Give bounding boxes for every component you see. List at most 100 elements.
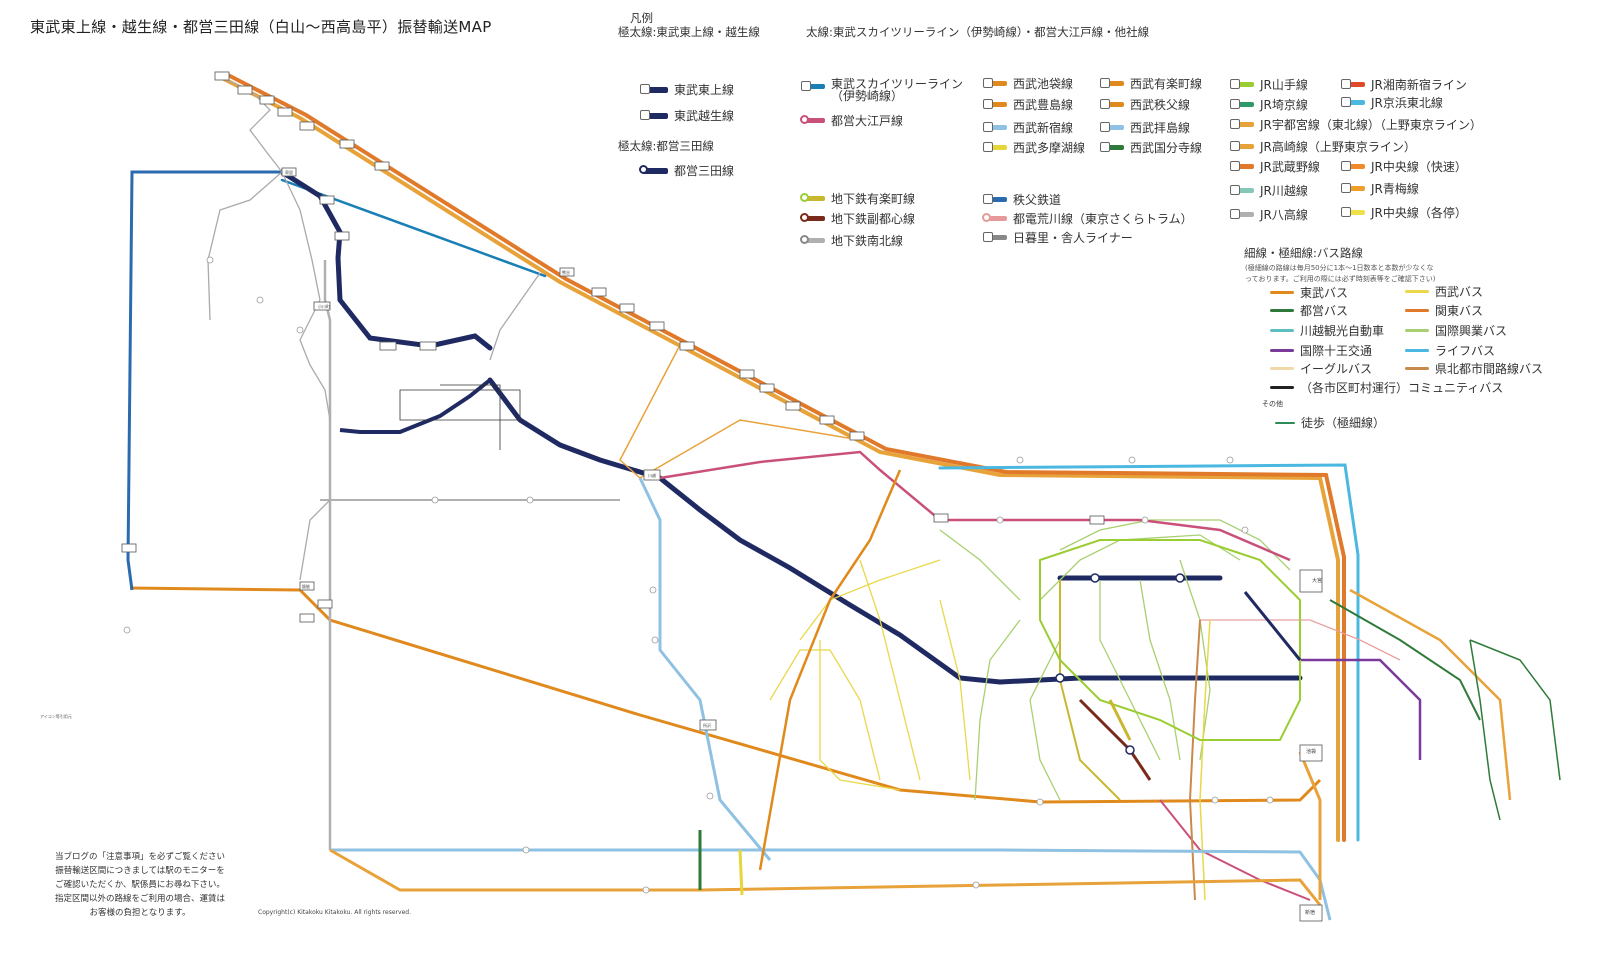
bus-note: (極細線の路線は毎月50分に1本〜1日数本と本数が少なくな っております。ご利用… (1245, 263, 1585, 285)
station-label-ikebukuro: 池袋 (1306, 749, 1317, 755)
notice-line: 振替輸送区間につきましては駅のモニターを (55, 866, 225, 876)
namboku-swatch (800, 235, 825, 244)
swatch (983, 194, 1007, 204)
swatch (1100, 142, 1124, 152)
legend-label: 地下鉄副都心線 (831, 212, 916, 226)
jr-kawagoe-line (126, 170, 772, 861)
swatch (1230, 99, 1254, 109)
swatch (1230, 79, 1254, 89)
legend-bus-heading: 細線・極細線:バス路線 (1244, 246, 1363, 260)
station-label-hanno: 飯能 (302, 584, 310, 589)
notice-line: お客様の負担となります。 (89, 908, 191, 918)
round-stations (1055, 573, 1185, 755)
swatch (1405, 367, 1429, 370)
legend-label: JR京浜東北線 (1371, 96, 1443, 110)
subway-lines (619, 344, 1302, 871)
seibu-ikebukuro-line (129, 586, 1322, 804)
legend-yurakucho: 地下鉄有楽町線 (800, 190, 916, 207)
legend-seibu-yurakucho: 西武有楽町線 (1100, 75, 1202, 92)
legend-kokusai-juo: 国際十王交通 (1270, 342, 1372, 359)
bus-note-line-1: (極細線の路線は毎月50分に1本〜1日数本と本数が少なくな (1245, 264, 1434, 272)
legend-very-thick-tobu: 極太線:東武東上線・越生線 (618, 25, 760, 39)
legend-other-heading: その他 (1262, 400, 1283, 408)
legend-thick: 太線:東武スカイツリーライン（伊勢崎線）・都営大江戸線・他社線 (806, 25, 1150, 39)
bus-routes-west (207, 77, 541, 581)
legend-label: 東武越生線 (674, 109, 735, 123)
legend-life-bus: ライフバス (1405, 342, 1495, 359)
legend-label: JR中央線（各停） (1371, 206, 1467, 220)
legend-seibu-haijima: 西武拝島線 (1100, 119, 1191, 136)
legend-fukutoshin: 地下鉄副都心線 (800, 210, 916, 227)
legend-label: 県北都市間路線バス (1435, 362, 1544, 376)
legend-chichibu: 秩父鉄道 (983, 191, 1061, 208)
legend-label: イーグルバス (1300, 362, 1373, 376)
station-label-omiya: 大宮 (1312, 578, 1323, 584)
small-stations (123, 256, 1274, 894)
yamanote-line (1039, 539, 1301, 741)
legend-tobu-ogose: 東武越生線 (640, 107, 735, 124)
legend-walk: 徒歩（極細線） (1275, 414, 1385, 431)
tobu-skytree-swatch (801, 81, 825, 91)
legend-label: （各市区町村運行）コミュニティバス (1300, 381, 1504, 395)
legend-label: 東武東上線 (674, 83, 735, 97)
notice-line: ご確認いただくか、駅係員にお尋ね下さい。 (55, 880, 225, 890)
legend-jr-takasaki: JR高崎線（上野東京ライン） (1230, 138, 1416, 155)
swatch (983, 142, 1007, 152)
legend-namboku: 地下鉄南北線 (800, 232, 903, 249)
legend-label: 国際十王交通 (1300, 344, 1373, 358)
legend-very-thick-mita: 極太線:都営三田線 (618, 139, 714, 153)
legend-seibu-toshima: 西武豊島線 (983, 96, 1073, 113)
swatch (1100, 78, 1124, 88)
legend-jr-saikyo: JR埼京線 (1230, 96, 1308, 113)
legend-toei-oedo: 都営大江戸線 (800, 112, 903, 129)
legend-jr-ome: JR青梅線 (1341, 180, 1419, 197)
swatch (1270, 386, 1294, 389)
swatch (1341, 207, 1365, 217)
legend-label: 西武多摩湖線 (1013, 141, 1086, 155)
copyright: Copyright(c) Kitakoku Kitakoku. All righ… (258, 909, 411, 916)
station-label-ogawamachi: 小川町 (318, 304, 330, 309)
map-title: 東武東上線・越生線・都営三田線（白山〜西高島平）振替輸送MAP (30, 18, 492, 36)
legend-label: 地下鉄有楽町線 (831, 192, 916, 206)
legend-jr-kawagoe: JR川越線 (1230, 182, 1308, 199)
icon-credit: アイコン等引用元 (40, 714, 72, 719)
legend-seibu-tamako: 西武多摩湖線 (983, 139, 1086, 156)
legend-jr-keihin-tohoku: JR京浜東北線 (1341, 94, 1443, 111)
jr-hachiko-line (323, 260, 332, 850)
swatch (1341, 183, 1365, 193)
swatch (1341, 97, 1365, 107)
station-label-yorii: 寄居 (285, 170, 293, 175)
legend-seibu-shinjuku: 西武新宿線 (983, 119, 1073, 136)
legend-kanto-bus: 関東バス (1405, 302, 1483, 319)
station-label-shinjuku: 新宿 (1305, 910, 1316, 916)
swatch (1100, 99, 1124, 109)
tobu-tojo-line (279, 169, 1003, 685)
swatch (1270, 329, 1294, 332)
legend-label: 国際興業バス (1435, 324, 1508, 338)
legend-label: ライフバス (1435, 344, 1496, 358)
tobu-skytree-line (220, 73, 1360, 842)
legend-kenpoku-bus: 県北都市間路線バス (1405, 360, 1543, 377)
swatch (1230, 119, 1254, 129)
swatch (983, 122, 1007, 132)
swatch (983, 78, 1007, 88)
legend-label: 西武拝島線 (1130, 121, 1191, 135)
notice-line: 指定区間以外の路線をご利用の場合、運賃は (54, 894, 225, 904)
legend-nippori-toneri: 日暮里・舎人ライナー (983, 229, 1133, 246)
station-label-kumagaya: 熊谷 (562, 270, 570, 275)
swatch (1341, 79, 1365, 89)
legend-label: 徒歩（極細線） (1301, 416, 1386, 430)
walk-swatch (1275, 421, 1295, 424)
legend-seibu-bus: 西武バス (1405, 283, 1483, 300)
swatch (1230, 161, 1254, 171)
swatch (982, 213, 1007, 222)
swatch (1405, 329, 1429, 332)
legend-label: 日暮里・舎人ライナー (1013, 231, 1133, 245)
legend-label: JR宇都宮線（東北線）（上野東京ライン） (1260, 118, 1482, 132)
swatch (1341, 161, 1365, 171)
legend-toden-arakawa: 都電荒川線（東京さくらトラム） (982, 210, 1193, 227)
fukutoshin-swatch (800, 213, 825, 222)
legend-tobu-bus: 東武バス (1270, 284, 1348, 301)
legend-seibu-ikebukuro: 西武池袋線 (983, 75, 1073, 92)
legend-label: 都電荒川線（東京さくらトラム） (1013, 212, 1193, 226)
